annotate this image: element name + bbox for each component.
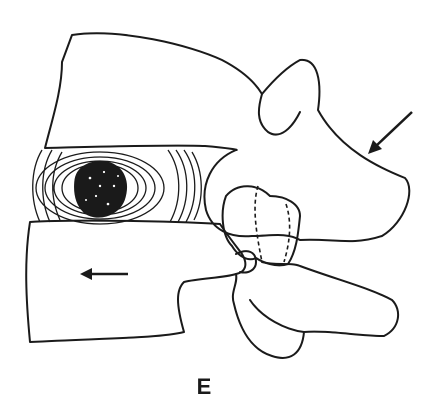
arrow-down-left-icon: [368, 112, 412, 154]
lower-vertebra-body: [26, 221, 245, 342]
facet-joint-line: [255, 186, 262, 262]
upper-pedicle-notch: [259, 94, 300, 135]
facet-joint-outline: [223, 186, 300, 265]
panel-label: E: [197, 374, 212, 399]
disc-nucleus: [75, 162, 126, 217]
lower-articular-process: [250, 300, 304, 332]
facet-joint-line-2: [284, 204, 290, 262]
arrow-left-icon: [80, 268, 128, 280]
